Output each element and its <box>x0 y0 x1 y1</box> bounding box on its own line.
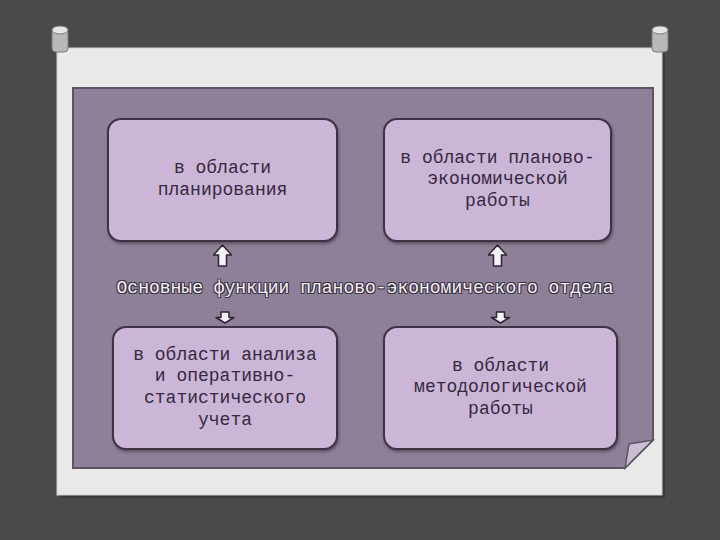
block-arrow <box>489 245 507 266</box>
text-wrap: в области методологической работы <box>396 356 606 421</box>
function-box: в области методологической работы <box>383 326 618 450</box>
text-wrap: в области планирования <box>120 158 325 201</box>
box-label: в области методологической работы <box>396 356 606 421</box>
pin <box>52 26 68 52</box>
box-label: в области планирования <box>120 158 325 201</box>
box-label: в области анализа и оперативно-статистич… <box>123 345 328 431</box>
pin <box>652 26 668 52</box>
text-wrap: в области планово-экономической работы <box>395 148 600 213</box>
text-wrap: в области анализа и оперативно-статистич… <box>123 345 328 431</box>
text-wrap: Основные функции планово-экономического … <box>117 278 614 300</box>
heading-text: Основные функции планово-экономического … <box>117 278 614 300</box>
function-box: в области планово-экономической работы <box>383 118 612 242</box>
function-box: в области планирования <box>107 118 338 242</box>
central-heading: Основные функции планово-экономического … <box>90 268 640 310</box>
purple-panel <box>73 88 653 468</box>
block-arrow <box>216 312 234 323</box>
card-shadow <box>60 51 665 498</box>
block-arrow <box>214 245 232 266</box>
function-box: в области анализа и оперативно-статистич… <box>112 326 338 450</box>
block-arrow <box>492 312 510 323</box>
folded-corner <box>625 440 653 468</box>
box-label: в области планово-экономической работы <box>395 148 600 213</box>
paper-card <box>57 48 662 495</box>
